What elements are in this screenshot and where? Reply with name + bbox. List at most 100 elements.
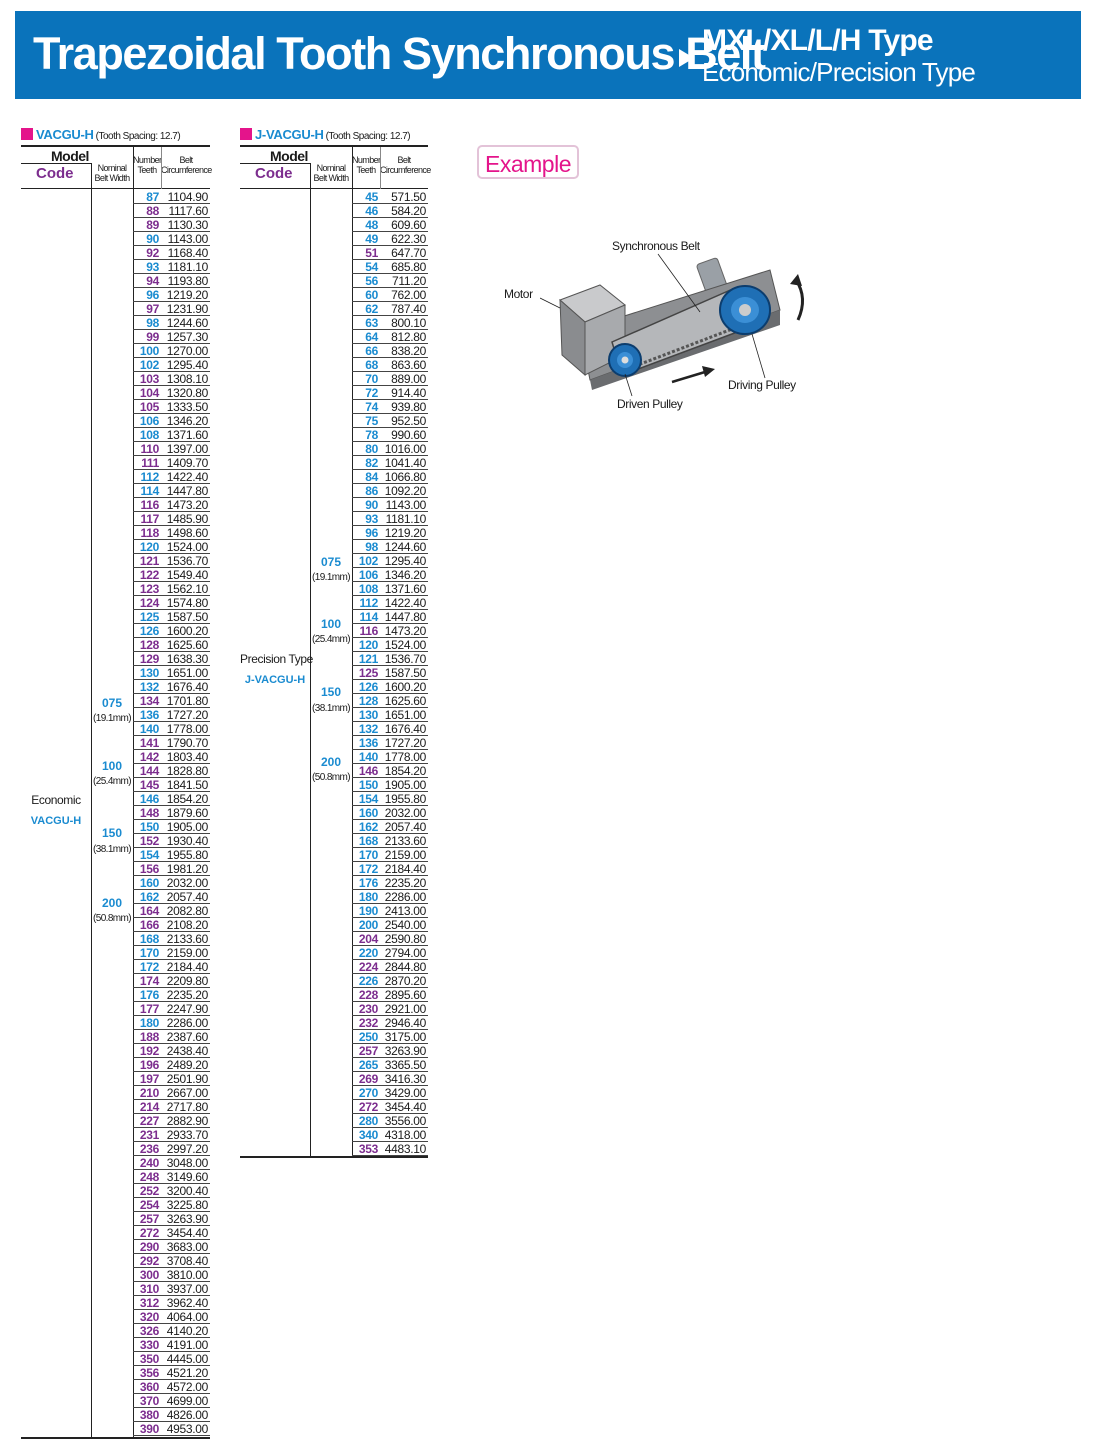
row-divider — [352, 1099, 428, 1100]
belt-circumference-cell: 647.70 — [391, 246, 426, 260]
number-teeth-cell: 74 — [365, 400, 378, 414]
row-divider — [133, 931, 210, 932]
row-divider — [133, 791, 210, 792]
row-divider — [133, 1183, 210, 1184]
number-teeth-cell: 108 — [139, 428, 159, 442]
belt-circumference-cell: 1295.40 — [166, 358, 209, 372]
belt-circumference-cell: 4699.00 — [166, 1394, 209, 1408]
leader-driving — [751, 333, 766, 379]
number-teeth-cell: 172 — [139, 960, 159, 974]
number-teeth-cell: 272 — [139, 1226, 159, 1240]
row-divider — [352, 665, 428, 666]
number-teeth-cell: 227 — [139, 1114, 159, 1128]
belt-circ-header-l2: Circumference — [161, 165, 212, 175]
belt-circumference-cell: 3263.90 — [166, 1212, 209, 1226]
row-divider — [352, 1141, 428, 1142]
number-teeth-cell: 105 — [139, 400, 159, 414]
number-teeth-cell: 146 — [358, 764, 378, 778]
belt-circumference-cell: 2247.90 — [166, 1002, 209, 1016]
table-row: 188 2387.60 — [133, 1030, 210, 1044]
header-divider — [21, 163, 91, 164]
row-divider — [133, 1169, 210, 1170]
belt-circumference-cell: 1168.40 — [167, 246, 209, 260]
number-teeth-header-l1: Number — [352, 155, 381, 165]
row-divider — [352, 1085, 428, 1086]
row-divider — [133, 959, 210, 960]
belt-circumference-cell: 1536.70 — [166, 554, 209, 568]
belt-circumference-cell: 2082.80 — [166, 904, 209, 918]
belt-circumference-cell: 1117.60 — [168, 204, 209, 218]
number-teeth-cell: 68 — [365, 358, 378, 372]
belt-circumference-cell: 787.40 — [391, 302, 426, 316]
number-teeth-cell: 60 — [365, 288, 378, 302]
row-divider — [133, 511, 210, 512]
row-divider — [352, 749, 428, 750]
row-divider — [352, 637, 428, 638]
number-teeth-cell: 154 — [358, 792, 378, 806]
number-teeth-cell: 270 — [358, 1086, 378, 1100]
number-teeth-cell: 162 — [139, 890, 159, 904]
belt-circ-header-l1: Belt — [397, 155, 411, 165]
leader-belt — [657, 253, 701, 313]
number-teeth-cell: 108 — [358, 582, 378, 596]
belt-circumference-cell: 1879.60 — [166, 806, 209, 820]
number-teeth-cell: 188 — [139, 1030, 159, 1044]
number-teeth-cell: 210 — [139, 1086, 159, 1100]
model-header: Model — [51, 148, 89, 164]
row-divider — [133, 1351, 210, 1352]
number-teeth-cell: 136 — [139, 708, 159, 722]
belt-circumference-cell: 1371.60 — [384, 582, 427, 596]
belt-circumference-cell: 2159.00 — [166, 946, 209, 960]
number-teeth-cell: 62 — [365, 302, 378, 316]
row-divider — [133, 1197, 210, 1198]
number-teeth-cell: 290 — [139, 1240, 159, 1254]
row-divider — [352, 777, 428, 778]
row-divider — [133, 525, 210, 526]
belt-circumference-cell: 2133.60 — [384, 834, 427, 848]
row-divider — [352, 371, 428, 372]
row-divider — [133, 399, 210, 400]
row-divider — [133, 819, 210, 820]
number-teeth-cell: 100 — [139, 344, 159, 358]
number-teeth-cell: 190 — [358, 904, 378, 918]
row-divider — [133, 581, 210, 582]
row-divider — [133, 1309, 210, 1310]
belt-circumference-cell: 2387.60 — [166, 1030, 209, 1044]
row-divider — [352, 567, 428, 568]
row-divider — [352, 917, 428, 918]
belt-circumference-cell: 1447.80 — [166, 484, 209, 498]
number-teeth-cell: 130 — [358, 708, 378, 722]
belt-circumference-cell: 685.80 — [391, 260, 426, 274]
belt-circumference-cell: 2108.20 — [166, 918, 209, 932]
belt-circumference-cell: 1562.10 — [166, 582, 209, 596]
belt-circumference-cell: 1651.00 — [166, 666, 209, 680]
number-teeth-cell: 180 — [139, 1016, 159, 1030]
belt-circumference-cell: 1905.00 — [384, 778, 427, 792]
